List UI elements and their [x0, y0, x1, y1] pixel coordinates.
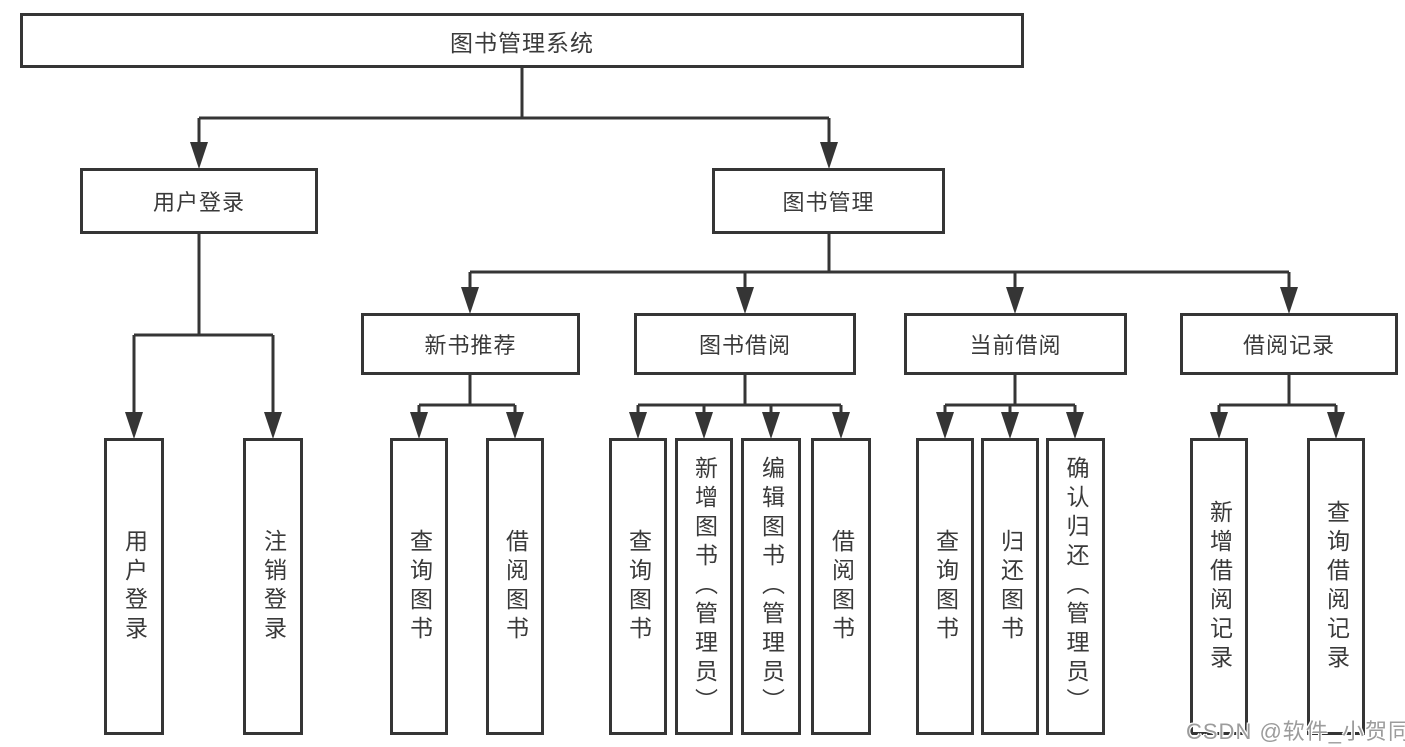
node-book-borrowing: 图书借阅 [634, 313, 856, 375]
arrowhead-icon [629, 412, 647, 439]
node-label: 编辑图书（管理员） [758, 456, 785, 717]
connector-borrow-records-to-leaves [1217, 375, 1338, 414]
leaf-cb-query-books: 查询图书 [916, 438, 974, 735]
connector-root-to-level2 [197, 68, 831, 144]
arrowhead-icon [1001, 412, 1019, 439]
node-label: 新书推荐 [424, 333, 517, 358]
arrowhead-icon [1066, 412, 1084, 439]
arrowhead-icon [1327, 412, 1345, 439]
node-label: 图书借阅 [698, 333, 791, 358]
arrowhead-icon [1006, 287, 1024, 314]
node-label: 借阅图书 [502, 528, 529, 645]
node-label: 确认归还（管理员） [1063, 456, 1089, 717]
node-root: 图书管理系统 [20, 13, 1024, 68]
connector-book-mgmt-to-level3 [468, 234, 1291, 289]
leaf-bb-query-books: 查询图书 [609, 438, 667, 735]
node-label: 查询图书 [406, 528, 433, 645]
connector-current-borrow-to-leaves [943, 375, 1077, 414]
arrowhead-icon [1210, 412, 1228, 439]
arrowhead-icon [264, 412, 282, 439]
leaf-bb-edit-books-admin: 编辑图书（管理员） [741, 438, 801, 735]
node-new-book-recommend: 新书推荐 [361, 313, 580, 375]
leaf-logout-login: 注销登录 [243, 438, 303, 735]
leaf-nbr-query-books: 查询图书 [390, 438, 448, 735]
node-label: 图书管理系统 [450, 29, 594, 56]
node-label: 新增图书（管理员） [691, 456, 718, 717]
leaf-bb-add-books-admin: 新增图书（管理员） [675, 438, 733, 735]
leaf-cb-return-books: 归还图书 [981, 438, 1039, 735]
arrowhead-icon [820, 142, 838, 169]
connector-new-book-to-leaves [417, 375, 517, 414]
node-label: 新增借阅记录 [1206, 499, 1233, 674]
watermark: CSDN @软件_小贺同学 [1186, 719, 1405, 744]
arrowhead-icon [832, 412, 850, 439]
node-borrow-records: 借阅记录 [1180, 313, 1398, 375]
leaf-user-login: 用户登录 [104, 438, 164, 735]
arrowhead-icon [736, 287, 754, 314]
leaf-br-query-borrow-record: 查询借阅记录 [1307, 438, 1365, 735]
node-user-login: 用户登录 [80, 168, 318, 234]
leaf-nbr-borrow-books: 借阅图书 [486, 438, 544, 735]
node-current-borrowing: 当前借阅 [904, 313, 1127, 375]
node-book-management: 图书管理 [712, 168, 945, 234]
node-label: 查询借阅记录 [1323, 499, 1350, 674]
arrowhead-icon [762, 412, 780, 439]
arrowhead-icon [936, 412, 954, 439]
node-label: 归还图书 [997, 528, 1024, 645]
arrowhead-icon [410, 412, 428, 439]
node-label: 图书管理 [782, 190, 875, 215]
node-label: 注销登录 [260, 528, 287, 645]
arrowhead-icon [461, 287, 479, 314]
node-label: 用户登录 [121, 528, 148, 645]
node-label: 借阅记录 [1242, 333, 1335, 358]
connector-book-borrow-to-leaves [636, 375, 843, 414]
node-label: 查询图书 [625, 528, 652, 645]
node-label: 当前借阅 [969, 333, 1062, 358]
arrowhead-icon [190, 142, 208, 169]
leaf-bb-borrow-books: 借阅图书 [811, 438, 871, 735]
leaf-br-add-borrow-record: 新增借阅记录 [1190, 438, 1248, 735]
connector-user-login-to-leaves [132, 234, 275, 414]
leaf-cb-confirm-return-admin: 确认归还（管理员） [1046, 438, 1105, 735]
arrowhead-icon [695, 412, 713, 439]
arrowhead-icon [1280, 287, 1298, 314]
arrowhead-icon [125, 412, 143, 439]
node-label: 查询图书 [932, 528, 959, 645]
node-label: 借阅图书 [828, 528, 855, 645]
arrowhead-icon [506, 412, 524, 439]
node-label: 用户登录 [152, 190, 245, 215]
